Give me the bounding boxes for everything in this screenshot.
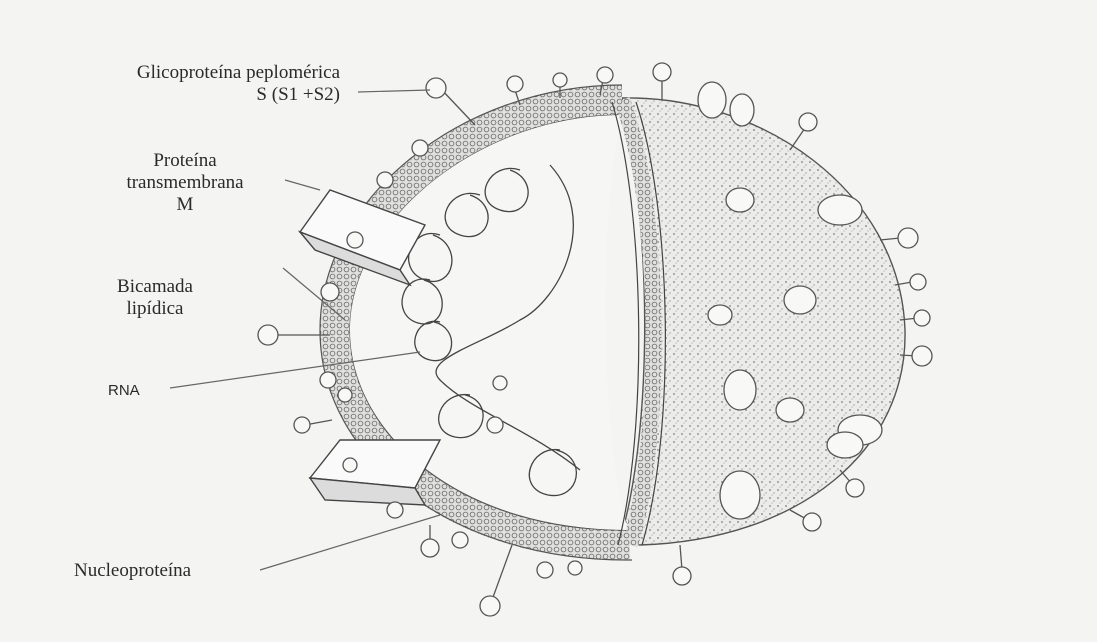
membrane-protein-label-line1: Proteína	[110, 150, 260, 172]
spike-label-line2: S (S1 +S2)	[78, 84, 340, 106]
spike-glycoprotein-label: Glicoproteína peplomérica S (S1 +S2)	[78, 62, 340, 106]
membrane-protein-label-line2: transmembrana	[110, 172, 260, 194]
nucleoprotein-label-text: Nucleoproteína	[74, 560, 254, 582]
membrane-protein-label: Proteína transmembrana M	[110, 150, 260, 216]
spike-label-line1: Glicoproteína peplomérica	[78, 62, 340, 84]
nucleoprotein-label: Nucleoproteína	[74, 560, 254, 582]
bilayer-label-line1: Bicamada	[95, 276, 215, 298]
lipid-bilayer-label: Bicamada lipídica	[95, 276, 215, 320]
membrane-protein-label-line3: M	[110, 194, 260, 216]
bilayer-label-line2: lipídica	[95, 298, 215, 320]
rna-label-text: RNA	[108, 380, 158, 402]
rna-label: RNA	[108, 380, 158, 402]
virion-surface	[620, 98, 905, 545]
